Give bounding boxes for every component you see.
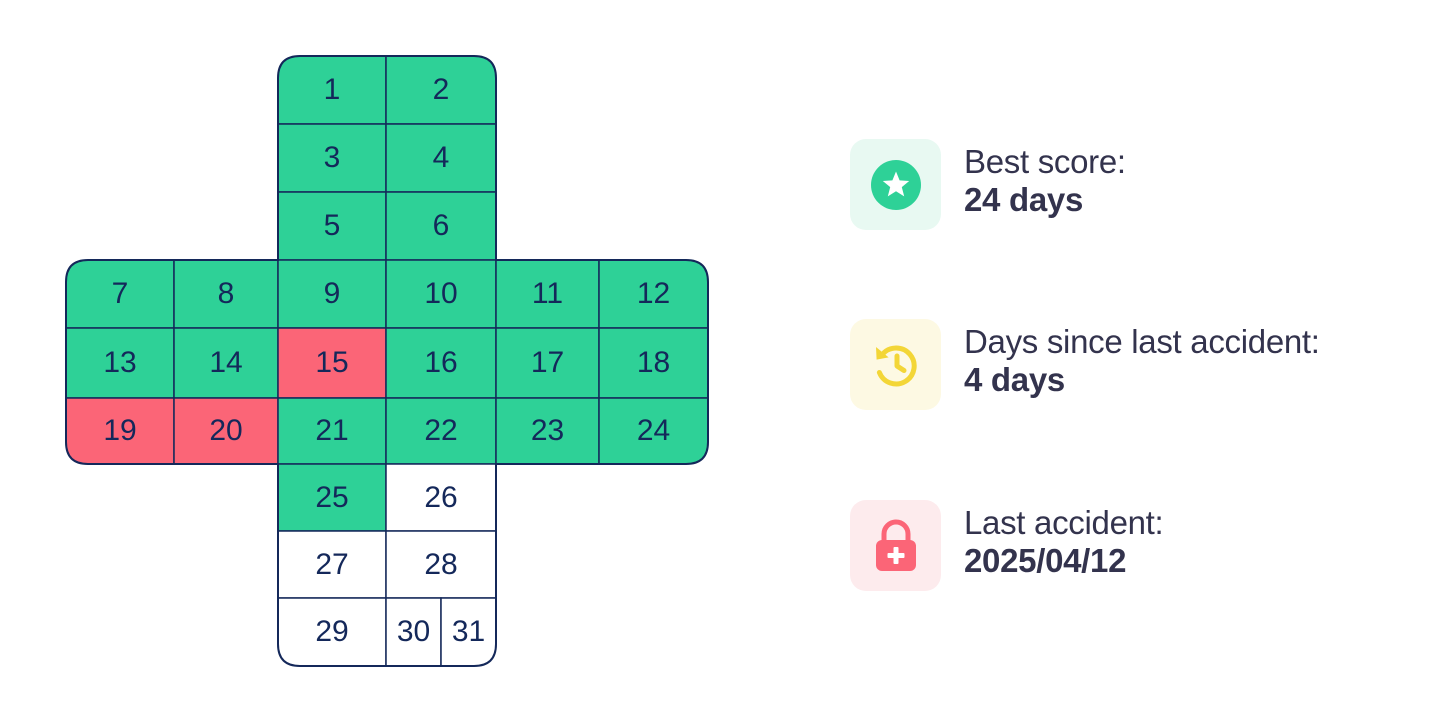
day-label-27: 27	[315, 547, 349, 581]
day-label-30: 30	[396, 615, 431, 648]
day-label-1: 1	[323, 73, 341, 106]
best-score-value: 24 days	[964, 181, 1083, 218]
day-label-2: 2	[432, 73, 450, 106]
day-label-8: 8	[217, 277, 235, 310]
cross-outline	[65, 55, 709, 667]
day-cell-16[interactable]	[385, 327, 497, 399]
day-cell-21[interactable]	[277, 397, 387, 465]
day-cell-19[interactable]	[66, 397, 175, 465]
day-label-24: 24	[636, 414, 671, 447]
best-score-label: Best score:	[964, 143, 1126, 180]
day-label-20: 20	[209, 414, 243, 447]
history-clock-icon	[875, 345, 917, 386]
last-accident-stat: Last accident: 2025/04/12	[850, 500, 1410, 592]
day-cell-30[interactable]	[385, 597, 442, 666]
day-cell-17[interactable]	[495, 327, 600, 399]
day-cell-15[interactable]	[277, 327, 387, 399]
days-since-icon-tile	[850, 319, 941, 410]
day-cell-26[interactable]	[385, 463, 497, 532]
days-since-text: Days since last accident: 4 days	[964, 323, 1320, 399]
day-cell-2[interactable]	[385, 56, 497, 125]
day-cell-28[interactable]	[385, 530, 497, 599]
days-since-label: Days since last accident:	[964, 323, 1320, 360]
day-cell-10[interactable]	[385, 259, 497, 329]
day-cell-23[interactable]	[495, 397, 600, 465]
day-label-14: 14	[209, 346, 243, 379]
day-cell-29[interactable]	[277, 597, 387, 666]
day-label-5: 5	[323, 209, 341, 242]
days-since-value: 4 days	[964, 361, 1065, 398]
day-label-13: 13	[103, 346, 137, 379]
day-cell-13[interactable]	[66, 327, 175, 399]
day-label-26: 26	[424, 480, 458, 514]
day-label-31: 31	[451, 615, 486, 648]
day-label-22: 22	[424, 414, 458, 447]
day-label-18: 18	[636, 346, 671, 379]
day-label-9: 9	[323, 277, 341, 310]
day-label-11: 11	[531, 277, 564, 310]
day-label-25: 25	[315, 480, 349, 514]
day-label-6: 6	[432, 209, 450, 242]
last-accident-value: 2025/04/12	[964, 542, 1127, 579]
medical-lock-icon	[875, 519, 916, 571]
last-accident-label: Last accident:	[964, 504, 1164, 541]
day-label-28: 28	[424, 547, 458, 581]
days-since-stat: Days since last accident: 4 days	[850, 319, 1410, 411]
day-label-7: 7	[111, 277, 129, 310]
day-label-16: 16	[424, 346, 458, 379]
day-label-10: 10	[424, 277, 458, 310]
best-score-icon-tile	[850, 139, 941, 230]
day-label-4: 4	[432, 141, 450, 174]
day-label-3: 3	[323, 141, 341, 174]
day-cell-22[interactable]	[385, 397, 497, 465]
day-label-21: 21	[315, 414, 349, 447]
last-accident-text: Last accident: 2025/04/12	[964, 504, 1164, 580]
day-cell-14[interactable]	[173, 327, 279, 399]
best-score-stat: Best score: 24 days	[850, 139, 1410, 231]
best-score-text: Best score: 24 days	[964, 143, 1126, 219]
day-label-12: 12	[636, 277, 671, 310]
day-label-17: 17	[530, 346, 565, 379]
day-label-19: 19	[103, 414, 137, 447]
day-cell-31[interactable]	[440, 597, 497, 666]
star-icon	[870, 159, 921, 210]
day-cell-18[interactable]	[598, 327, 708, 399]
last-accident-icon-tile	[850, 500, 941, 591]
day-label-29: 29	[315, 615, 349, 648]
day-label-23: 23	[530, 414, 565, 447]
day-cell-24[interactable]	[598, 397, 708, 465]
day-label-15: 15	[315, 346, 349, 379]
